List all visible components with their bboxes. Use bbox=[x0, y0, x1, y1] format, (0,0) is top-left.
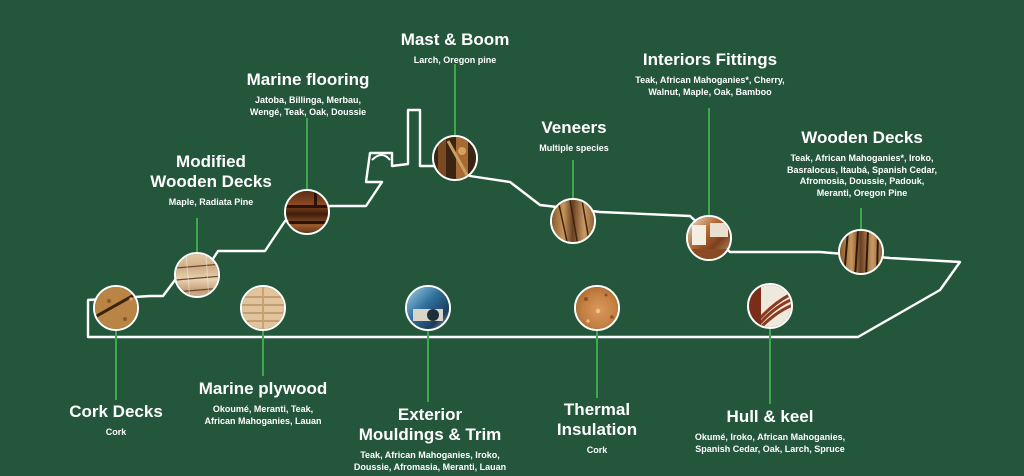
wood-interior-icon bbox=[686, 215, 732, 261]
cork-deck-icon bbox=[93, 285, 139, 331]
modified-wooden-decks-connector bbox=[196, 218, 198, 252]
thermal-insulation-title-line: Insulation bbox=[556, 420, 638, 439]
plywood-icon bbox=[240, 285, 286, 331]
cork-decks-species-line: Cork bbox=[105, 427, 127, 437]
marine-plywood-species: Okoumé, Meranti, Teak,African Mahoganies… bbox=[199, 404, 327, 427]
interiors-fittings-connector bbox=[708, 108, 710, 215]
hull-keel-species-line: Spanish Cedar, Oak, Larch, Spruce bbox=[695, 443, 845, 454]
exterior-mouldings-title-line: Exterior bbox=[397, 405, 463, 424]
marine-plywood-title: Marine plywood bbox=[199, 379, 327, 399]
cork-decks-species: Cork bbox=[69, 427, 163, 439]
thermal-insulation-connector bbox=[596, 331, 598, 398]
wood-modified-deck-icon bbox=[174, 252, 220, 298]
marine-plywood-title-line: Marine plywood bbox=[198, 379, 328, 398]
cork-decks-title-line: Cork Decks bbox=[69, 402, 163, 421]
interiors-fittings-species-line: Walnut, Maple, Oak, Bamboo bbox=[648, 86, 772, 97]
mast-boom-title: Mast & Boom bbox=[401, 30, 510, 50]
exterior-mouldings-species-line: Teak, African Mahoganies, Iroko, bbox=[360, 450, 500, 460]
thermal-insulation-title-line: Thermal bbox=[563, 400, 631, 419]
veneers-connector bbox=[572, 160, 574, 198]
wooden-decks-species-line: Teak, African Mahoganies*, Iroko, bbox=[790, 153, 934, 163]
mast-boom-connector bbox=[454, 64, 456, 135]
interiors-fittings-species-line: Teak, African Mahoganies*, Cherry, bbox=[635, 75, 785, 85]
exterior-mouldings-species-line: Doussie, Afromasia, Meranti, Lauan bbox=[353, 461, 507, 472]
marine-flooring-title-line: Marine flooring bbox=[246, 70, 370, 89]
wood-flooring-icon bbox=[284, 189, 330, 235]
modified-wooden-decks-title-line: Modified bbox=[176, 152, 246, 171]
wooden-decks-title: Wooden Decks bbox=[787, 128, 937, 148]
hull-keel-connector bbox=[769, 329, 771, 404]
interiors-fittings-title: Interiors Fittings bbox=[635, 50, 784, 70]
thermal-insulation-species: Cork bbox=[557, 445, 637, 457]
interiors-fittings-title-line: Interiors Fittings bbox=[642, 50, 778, 69]
veneers-title: Veneers bbox=[539, 118, 609, 138]
wood-deck-icon bbox=[838, 229, 884, 275]
hull-keel-title-line: Hull & keel bbox=[726, 407, 814, 426]
thermal-insulation-species-line: Cork bbox=[586, 445, 608, 455]
wooden-decks-connector bbox=[860, 208, 862, 229]
marine-flooring-species-line: Jatoba, Billinga, Merbau, bbox=[254, 95, 362, 105]
marine-flooring-connector bbox=[306, 118, 308, 189]
wood-mast-icon bbox=[432, 135, 478, 181]
wooden-decks-title-line: Wooden Decks bbox=[801, 128, 923, 147]
exterior-mouldings-species: Teak, African Mahoganies, Iroko,Doussie,… bbox=[354, 450, 506, 473]
wooden-decks-species-line: Afromosia, Doussie, Padouk, bbox=[799, 176, 925, 186]
wooden-decks-species-line: Basralocus, Itaubá, Spanish Cedar, bbox=[786, 164, 938, 175]
marine-plywood-species-line: Okoumé, Meranti, Teak, bbox=[212, 404, 314, 414]
wood-trim-icon bbox=[405, 285, 451, 331]
veneers-title-line: Veneers bbox=[541, 118, 607, 137]
modified-wooden-decks-species: Maple, Radiata Pine bbox=[150, 197, 272, 209]
wooden-decks-species-line: Meranti, Oregon Pine bbox=[816, 187, 908, 198]
mast-boom-title-line: Mast & Boom bbox=[400, 30, 510, 49]
marine-plywood-species-line: African Mahoganies, Lauan bbox=[204, 415, 322, 426]
exterior-mouldings-connector bbox=[427, 331, 429, 402]
wooden-decks-species: Teak, African Mahoganies*, Iroko,Basralo… bbox=[787, 153, 937, 199]
exterior-mouldings-title-line: Mouldings & Trim bbox=[358, 425, 502, 444]
mast-boom-species: Larch, Oregon pine bbox=[401, 55, 510, 67]
hull-keel-icon bbox=[747, 283, 793, 329]
marine-flooring-title: Marine flooring bbox=[247, 70, 370, 90]
marine-plywood-connector bbox=[262, 331, 264, 376]
marine-flooring-species: Jatoba, Billinga, Merbau,Wengé, Teak, Oa… bbox=[247, 95, 370, 118]
interiors-fittings-species: Teak, African Mahoganies*, Cherry,Walnut… bbox=[635, 75, 784, 98]
cork-decks-title: Cork Decks bbox=[69, 402, 163, 422]
hull-keel-species: Okumé, Iroko, African Mahoganies,Spanish… bbox=[695, 432, 845, 455]
veneers-species: Multiple species bbox=[539, 143, 609, 155]
cork-insulation-icon bbox=[574, 285, 620, 331]
modified-wooden-decks-species-line: Maple, Radiata Pine bbox=[168, 197, 254, 207]
marine-flooring-species-line: Wengé, Teak, Oak, Doussie bbox=[249, 106, 367, 117]
cork-decks-connector bbox=[115, 331, 117, 400]
wood-veneer-icon bbox=[550, 198, 596, 244]
modified-wooden-decks-title-line: Wooden Decks bbox=[150, 172, 272, 191]
veneers-species-line: Multiple species bbox=[539, 143, 609, 153]
hull-keel-title: Hull & keel bbox=[695, 407, 845, 427]
hull-keel-species-line: Okumé, Iroko, African Mahoganies, bbox=[694, 432, 846, 442]
mast-boom-species-line: Larch, Oregon pine bbox=[413, 55, 497, 65]
